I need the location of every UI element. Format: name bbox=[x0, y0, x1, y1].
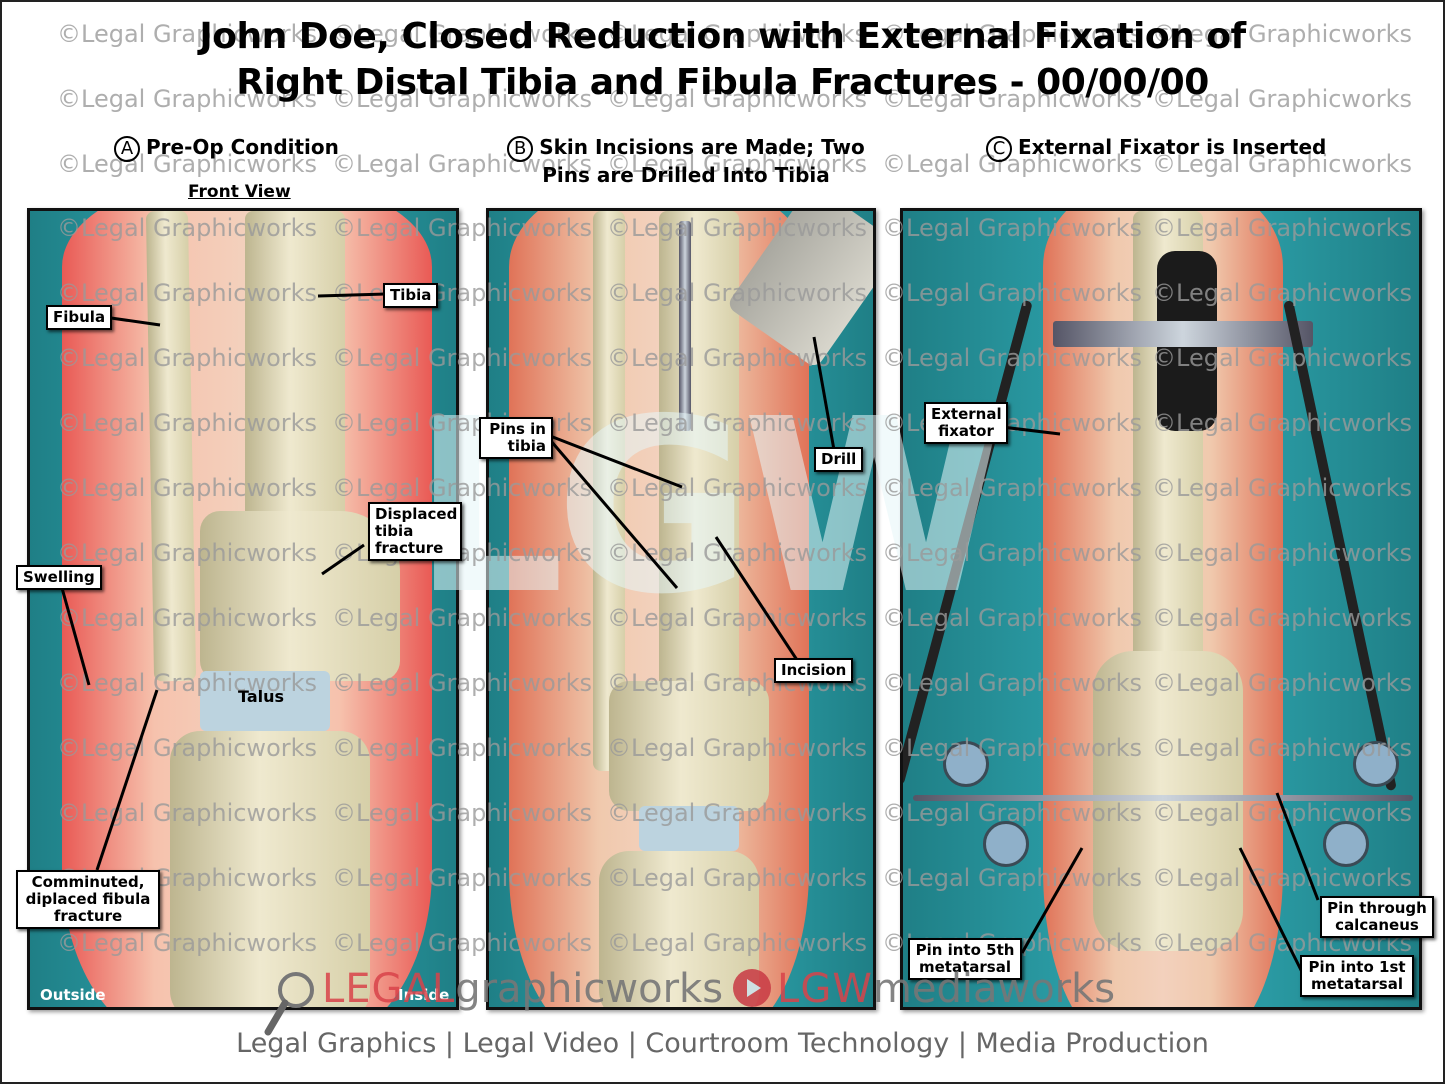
panel-letter-c: C bbox=[986, 136, 1012, 162]
label-external-fixator: External fixator bbox=[924, 402, 1008, 444]
label-displaced-tibia-fracture: Displaced tibia fracture bbox=[368, 502, 462, 561]
tibia-pin-upper bbox=[679, 221, 691, 431]
magnifier-icon bbox=[264, 972, 314, 1036]
panel-b-heading-line-2: Pins are Drilled Into Tibia bbox=[542, 163, 830, 187]
fibula-bone bbox=[145, 211, 197, 682]
clamp-right-lower bbox=[1323, 821, 1369, 867]
logo-legal-text: LEGAL bbox=[322, 966, 456, 1012]
panel-letter-b: B bbox=[507, 136, 534, 162]
panel-letter-a: A bbox=[114, 136, 140, 162]
tibia-bone bbox=[659, 211, 739, 711]
play-icon bbox=[733, 969, 772, 1007]
fixator-rod-left bbox=[903, 299, 1033, 786]
label-pin-through-calcaneus: Pin through calcaneus bbox=[1320, 896, 1434, 938]
label-pins-in-tibia: Pins in tibia bbox=[479, 417, 553, 459]
label-pin-into-1st-metatarsal: Pin into 1st metatarsal bbox=[1300, 955, 1414, 997]
footer-tagline: Legal Graphics | Legal Video | Courtroom… bbox=[236, 1028, 1209, 1059]
label-incision: Incision bbox=[774, 658, 854, 683]
panel-b-heading-line-1: Skin Incisions are Made; Two bbox=[539, 135, 865, 159]
label-swelling: Swelling bbox=[16, 565, 102, 590]
label-fibula: Fibula bbox=[46, 305, 113, 330]
tibia-bone bbox=[245, 211, 345, 531]
clamp-left bbox=[943, 741, 989, 787]
calcaneus-pin bbox=[913, 795, 1413, 801]
label-tibia: Tibia bbox=[383, 283, 439, 308]
title-line-2: Right Distal Tibia and Fibula Fractures … bbox=[236, 62, 1209, 103]
label-talus: Talus bbox=[238, 687, 285, 706]
title-line-1: John Doe, Closed Reduction with External… bbox=[199, 16, 1246, 57]
page-title: John Doe, Closed Reduction with External… bbox=[2, 14, 1443, 106]
talus-bone bbox=[639, 806, 739, 851]
tarsal-bones bbox=[170, 731, 370, 1007]
panel-b-illustration bbox=[486, 208, 876, 1010]
tibia-distal bbox=[609, 681, 769, 811]
fixator-crossbar bbox=[1053, 321, 1313, 347]
label-comminuted-fibula-fracture: Comminuted, diplaced fibula fracture bbox=[16, 870, 160, 929]
tarsal-bones bbox=[599, 851, 759, 1007]
label-drill: Drill bbox=[814, 447, 864, 472]
panel-a-heading-text: Pre-Op Condition bbox=[146, 135, 339, 159]
logo-mediaworks-text: mediaworks bbox=[872, 966, 1116, 1012]
label-outside: Outside bbox=[40, 986, 106, 1004]
company-logo: LEGALgraphicworks LGWmediaworks bbox=[260, 964, 1115, 1014]
label-pin-into-5th-metatarsal: Pin into 5th metatarsal bbox=[908, 938, 1022, 980]
talus-bone bbox=[200, 671, 330, 731]
logo-graphicworks-text: graphicworks bbox=[455, 966, 724, 1012]
clamp-right bbox=[1353, 741, 1399, 787]
tibia-distal bbox=[200, 511, 400, 681]
panel-c-illustration bbox=[900, 208, 1422, 1010]
logo-lgw-text: LGW bbox=[777, 966, 873, 1012]
fixator-rod-right bbox=[1283, 299, 1397, 792]
label-inside: Inside bbox=[398, 986, 450, 1004]
foot-bones bbox=[1093, 651, 1243, 951]
front-view-subheading: Front View bbox=[188, 182, 291, 202]
panel-c-heading-text: External Fixator is Inserted bbox=[1018, 135, 1327, 159]
clamp-left-lower bbox=[983, 821, 1029, 867]
